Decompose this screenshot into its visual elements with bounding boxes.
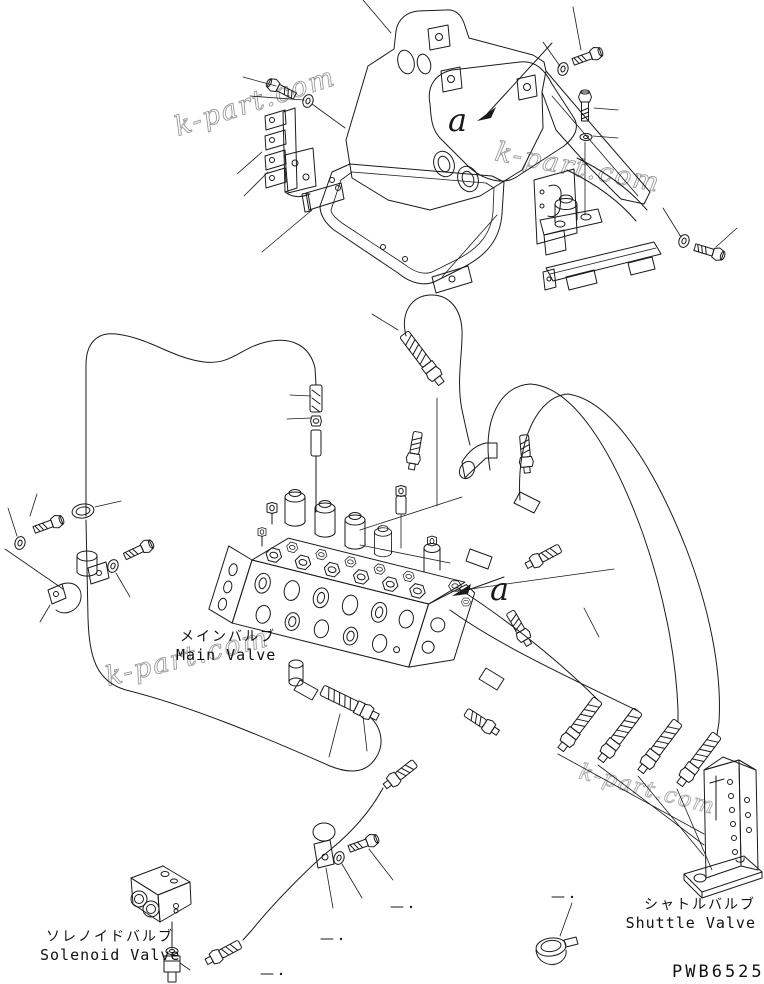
arrow-icon — [477, 107, 496, 121]
bolt-part — [692, 240, 727, 263]
bolt-part — [570, 44, 606, 69]
lower-frame — [301, 163, 505, 294]
main-valve-label: メインバルブ Main Valve — [176, 628, 276, 664]
p-clamp — [47, 582, 82, 614]
main-valve-block — [208, 489, 476, 758]
detail-marker-a-top: a — [448, 101, 467, 139]
hose-fitting — [634, 716, 685, 777]
bottom-clamp-assembly — [312, 756, 420, 909]
hose-fitting — [461, 705, 503, 740]
hose-fitting — [554, 694, 605, 755]
band-clamp-bottom — [535, 902, 579, 965]
watermark-group: k-part.com k-part.com k-part.com k-part.… — [102, 61, 719, 821]
hose-fitting — [397, 328, 448, 389]
washer-part — [12, 534, 28, 552]
grommet-ring — [71, 503, 95, 519]
band-clamp — [76, 550, 110, 585]
main-valve-label-en: Main Valve — [176, 646, 276, 664]
hose-left — [85, 333, 317, 517]
solenoid-valve-label: ソレノイドバルブ Solenoid Valve — [40, 928, 180, 964]
dash-dot-marks — [260, 895, 574, 976]
tab-bracket — [264, 107, 317, 198]
hose-fitting — [202, 937, 244, 969]
hose-run-2 — [449, 609, 639, 712]
elbow-fitting — [461, 442, 498, 479]
mount-tabs — [427, 24, 538, 101]
hose-run-1 — [457, 587, 599, 701]
plate-arm — [541, 70, 651, 205]
shuttle-valve-label-jp: シャトルバルブ — [644, 896, 756, 913]
detail-marker-a-valve: a — [490, 570, 509, 608]
watermark-kpart-frame: k-part.com — [493, 136, 664, 198]
hose-right-1 — [487, 383, 679, 723]
hose-group — [85, 294, 720, 941]
arrow-icon — [452, 584, 471, 596]
shuttle-valve-block — [683, 756, 763, 899]
drawing-code: PWB6525 — [672, 962, 764, 982]
right-support-bracket — [533, 141, 662, 291]
bolt-part — [121, 536, 157, 563]
plate-opening — [428, 61, 577, 182]
hose-fitting — [503, 608, 536, 649]
solenoid-valve-block — [130, 865, 244, 983]
hose-left-lower — [85, 519, 382, 772]
hose-fitting — [522, 541, 564, 573]
back-plate — [345, 9, 547, 211]
watermark-kpart-topleft: k-part.com — [171, 61, 340, 142]
shuttle-valve-label-en: Shuttle Valve — [626, 914, 756, 932]
detail-marker-valve: a — [452, 570, 509, 608]
hose-solenoid — [242, 787, 384, 941]
hose-fitting — [594, 705, 645, 766]
hose-center — [404, 294, 471, 446]
solenoid-valve-label-jp: ソレノイドバルブ — [46, 928, 174, 945]
fittings-middle — [371, 313, 615, 740]
detail-marker-top: a — [448, 42, 553, 139]
mounting-frame-assembly — [301, 9, 662, 294]
left-clamp-parts — [4, 493, 157, 623]
washer-part — [676, 232, 692, 250]
fitting-chain-left — [286, 384, 323, 513]
hose-fitting — [380, 756, 420, 793]
elbow-fitting — [478, 667, 505, 691]
frame-fasteners — [263, 44, 727, 263]
hose-fitting — [404, 430, 426, 472]
bolt-part — [31, 512, 67, 537]
solenoid-valve-label-en: Solenoid Valve — [40, 946, 180, 964]
elbow-fitting — [465, 548, 493, 570]
hose-right-2 — [519, 393, 720, 736]
shuttle-hose-fittings — [554, 694, 724, 871]
hose-fitting — [318, 682, 382, 725]
leader-lines-top — [236, 0, 738, 278]
bolt-part — [346, 831, 382, 856]
elbow-fitting — [513, 491, 541, 514]
shuttle-valve-label: シャトルバルブ Shuttle Valve — [626, 896, 756, 932]
main-valve-label-jp: メインバルブ — [180, 628, 276, 645]
